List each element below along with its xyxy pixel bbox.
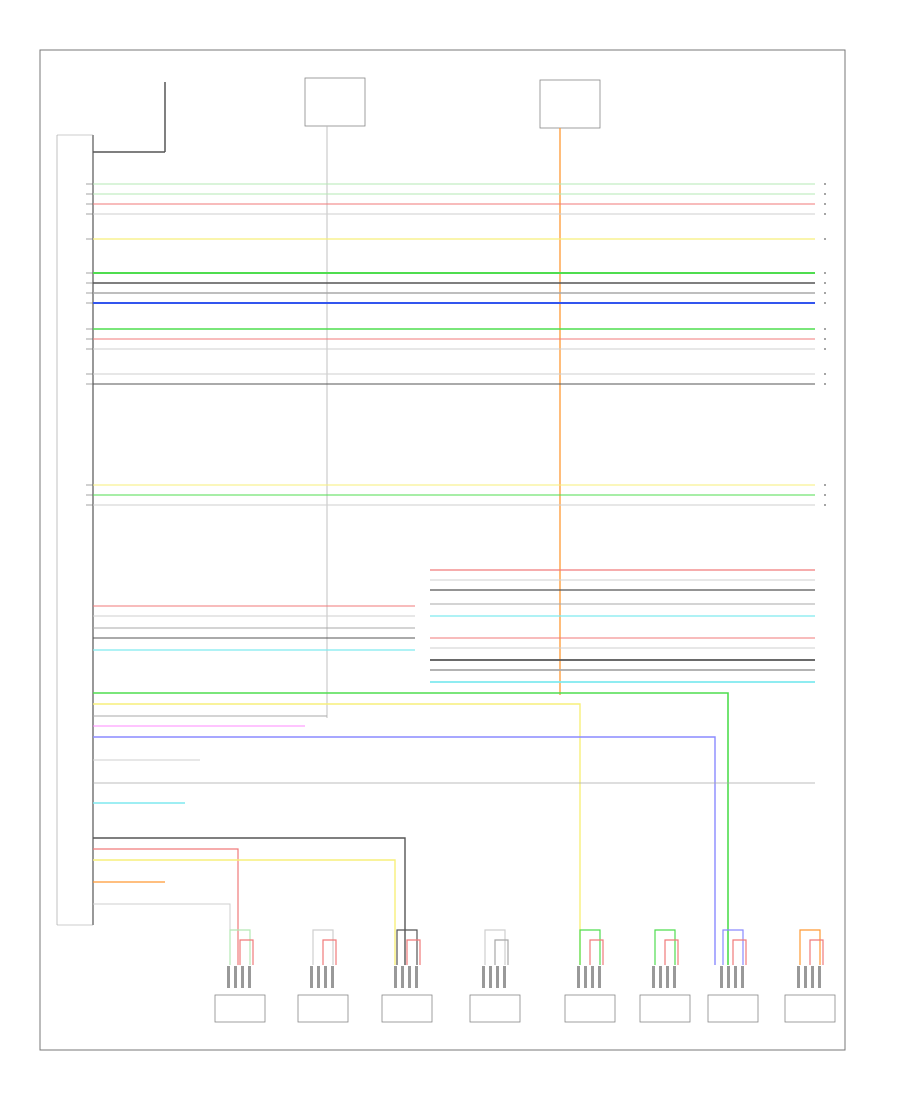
speaker-pin xyxy=(408,966,411,988)
bus-wire-terminal xyxy=(824,183,826,185)
speaker-pin xyxy=(482,966,485,988)
speaker-group xyxy=(214,929,836,1023)
sub-system-scan-lines xyxy=(93,605,415,651)
right-sub-bus xyxy=(430,569,815,683)
speaker-pin xyxy=(401,966,404,988)
bus-wire-terminal xyxy=(824,282,826,284)
speaker-pin xyxy=(598,966,601,988)
bus-wire-terminal xyxy=(824,292,826,294)
speaker-pin xyxy=(324,966,327,988)
speaker-pin xyxy=(734,966,737,988)
speaker-housing xyxy=(297,994,349,1023)
antenna-lead xyxy=(93,82,166,153)
bus-wire-terminal xyxy=(824,238,826,240)
speaker xyxy=(297,929,349,1023)
speaker-pin xyxy=(659,966,662,988)
bus-wire-terminal xyxy=(824,348,826,350)
speaker-housing xyxy=(214,994,266,1023)
fuse-box-left xyxy=(304,77,366,127)
speaker xyxy=(707,929,759,1023)
speaker-feed-wire xyxy=(93,903,231,965)
speaker-feed-wire xyxy=(93,837,406,965)
speaker-feed-wire xyxy=(93,859,396,965)
speaker-pigtail xyxy=(809,939,824,965)
speaker-pigtail xyxy=(664,939,679,965)
speaker xyxy=(381,929,433,1023)
speaker xyxy=(469,929,521,1023)
speaker-pin xyxy=(652,966,655,988)
bus-wire-terminal xyxy=(824,494,826,496)
speaker-pin xyxy=(818,966,821,988)
speaker-pigtail xyxy=(722,929,744,965)
speaker-pigtail xyxy=(799,929,821,965)
speaker xyxy=(639,929,691,1023)
speaker-pin xyxy=(310,966,313,988)
speaker-pigtail xyxy=(654,929,676,965)
speaker-pigtail xyxy=(322,939,337,965)
bus-wire-terminal xyxy=(824,504,826,506)
bus-wire-terminal xyxy=(824,383,826,385)
bus-wires xyxy=(86,183,826,506)
speaker-feed-wire xyxy=(93,692,729,965)
speaker-pin xyxy=(394,966,397,988)
bus-wire-terminal xyxy=(824,373,826,375)
speaker-pin xyxy=(248,966,251,988)
speaker-pin xyxy=(804,966,807,988)
speaker-pin xyxy=(720,966,723,988)
speaker-pin xyxy=(577,966,580,988)
bus-wire-terminal xyxy=(824,302,826,304)
speaker-pigtail xyxy=(484,929,506,965)
speaker-housing xyxy=(381,994,433,1023)
speaker-pin xyxy=(331,966,334,988)
speaker-pin xyxy=(415,966,418,988)
speaker-pin xyxy=(489,966,492,988)
speaker xyxy=(564,929,616,1023)
speaker-pin xyxy=(797,966,800,988)
bus-wire-terminal xyxy=(824,272,826,274)
speaker-pin xyxy=(234,966,237,988)
speaker-pigtail xyxy=(579,929,601,965)
speaker-housing xyxy=(784,994,836,1023)
speaker-pigtail xyxy=(229,929,251,965)
speaker-feed-wire xyxy=(93,703,581,965)
speaker-pigtail xyxy=(239,939,254,965)
speaker-pin xyxy=(584,966,587,988)
bus-wire-terminal xyxy=(824,338,826,340)
speaker-feed-wire xyxy=(93,736,716,965)
speaker-pin xyxy=(811,966,814,988)
diagram-frame xyxy=(39,49,846,1051)
speaker-pin xyxy=(227,966,230,988)
speaker-pin xyxy=(317,966,320,988)
speaker-pigtail xyxy=(396,929,418,965)
speaker-pin xyxy=(241,966,244,988)
fuse-box-right xyxy=(539,79,601,129)
bus-wire-terminal xyxy=(824,328,826,330)
speaker xyxy=(784,929,836,1023)
speaker-feed-wire xyxy=(93,848,239,965)
speaker-housing xyxy=(639,994,691,1023)
speaker-housing xyxy=(564,994,616,1023)
bus-wire-terminal xyxy=(824,193,826,195)
speaker-pin xyxy=(503,966,506,988)
speaker-pin xyxy=(727,966,730,988)
bus-wire-terminal xyxy=(824,484,826,486)
speaker-pigtail xyxy=(494,939,509,965)
bus-wire-terminal xyxy=(824,203,826,205)
speaker-pigtail xyxy=(312,929,334,965)
speaker-pigtail xyxy=(732,939,747,965)
speaker-housing xyxy=(707,994,759,1023)
speaker-pin xyxy=(496,966,499,988)
radio-module-connector xyxy=(56,134,94,926)
speaker-pin xyxy=(741,966,744,988)
speaker-pin xyxy=(673,966,676,988)
speaker-feed-wires xyxy=(93,692,815,965)
speaker-housing xyxy=(469,994,521,1023)
speaker-pin xyxy=(591,966,594,988)
speaker-pigtail xyxy=(589,939,604,965)
speaker-pigtail xyxy=(406,939,421,965)
speaker-pin xyxy=(666,966,669,988)
speaker xyxy=(214,929,266,1023)
bus-wire-terminal xyxy=(824,213,826,215)
